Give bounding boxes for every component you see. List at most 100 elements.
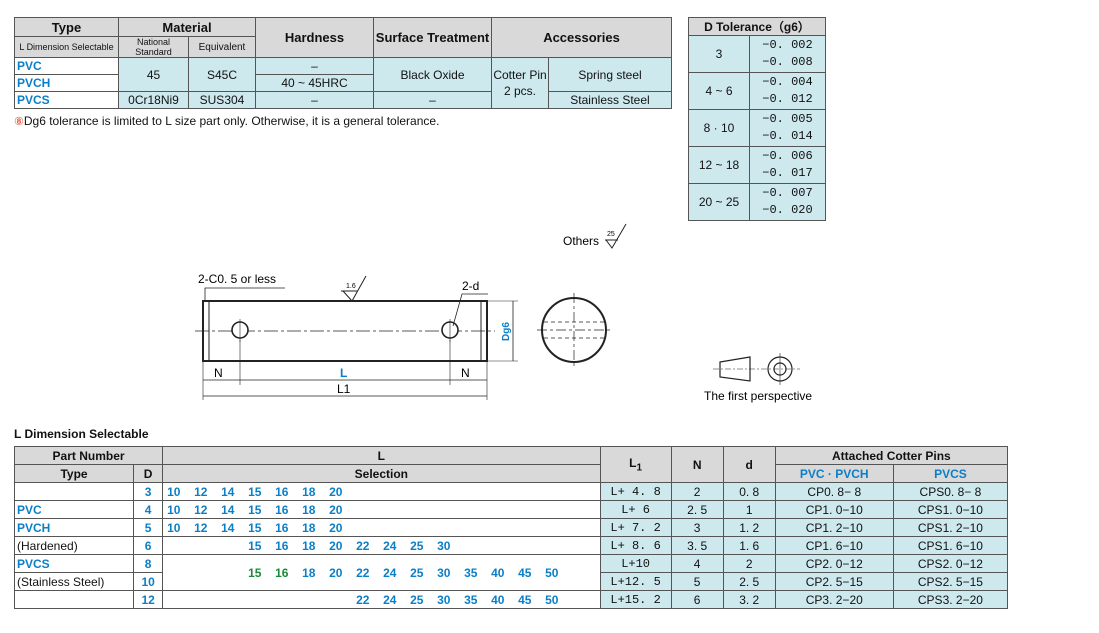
l-value[interactable]: 24 (383, 565, 397, 580)
l-dimension-selectable-header: L Dimension Selectable (14, 36, 119, 58)
l-value[interactable]: 15 (248, 484, 262, 499)
type-pvc-label: PVC (13, 500, 135, 519)
type-cell-empty (13, 590, 135, 609)
n-value: 3 (670, 518, 724, 537)
l-value[interactable]: 18 (302, 520, 316, 535)
l-value[interactable]: 16 (275, 484, 289, 499)
l-value[interactable]: 20 (329, 538, 343, 553)
pin-pvcs-value: CPS1. 0−10 (892, 500, 1009, 519)
tolerance-d: 8 · 10 (688, 109, 750, 147)
l-value[interactable]: 18 (302, 565, 316, 580)
surface-pvc: Black Oxide (373, 57, 492, 92)
l-value[interactable]: 40 (491, 565, 505, 580)
l-value[interactable]: 15 (248, 520, 262, 535)
type-pvcs-label: PVCS (13, 554, 135, 573)
pin-pvcs-value: CPS2. 5−15 (892, 572, 1009, 591)
l-value[interactable]: 24 (383, 592, 397, 607)
hardness-pvc: – (255, 57, 374, 75)
l-value[interactable]: 16 (275, 520, 289, 535)
d-small-header: d (722, 446, 776, 483)
d-value: 12 (133, 590, 164, 609)
tolerance-values: −0. 007−0. 020 (749, 183, 826, 221)
l1-header-text: L (629, 455, 637, 470)
l-value[interactable]: 25 (410, 538, 424, 553)
l-value[interactable]: 25 (410, 592, 424, 607)
l-value[interactable]: 12 (194, 502, 208, 517)
d-small-value: 2. 5 (722, 572, 776, 591)
l-value[interactable]: 18 (302, 484, 316, 499)
selection-header: Selection (162, 464, 601, 483)
tolerance-upper: −0. 004 (762, 75, 813, 89)
pin-pvcs-value: CPS1. 2−10 (892, 518, 1009, 537)
l-selection: 10 12 14 15 16 18 20 (162, 482, 601, 501)
l-value[interactable]: 10 (167, 484, 181, 499)
l-value[interactable]: 12 (194, 484, 208, 499)
l-selection: 10 12 14 15 16 18 20 (162, 518, 601, 537)
d-small-value: 1 (722, 500, 776, 519)
tolerance-table: D Tolerance（g6） 3 −0. 002−0. 008 4 ~ 6 −… (688, 17, 826, 221)
spring-steel: Spring steel (548, 57, 672, 92)
l1-label: L1 (337, 382, 351, 396)
l-value[interactable]: 45 (518, 592, 532, 607)
pin-pvcs-value: CPS0. 8− 8 (892, 482, 1009, 501)
l-value[interactable]: 20 (329, 502, 343, 517)
l-value[interactable]: 22 (356, 538, 370, 553)
d-dimension-label: Dg6 (501, 322, 512, 341)
l-value[interactable]: 35 (464, 592, 478, 607)
tolerance-lower: −0. 012 (762, 92, 813, 106)
l1-header-sub: 1 (636, 462, 643, 474)
roughness-symbol-icon (605, 223, 627, 249)
l-value[interactable]: 18 (302, 538, 316, 553)
l-value[interactable]: 10 (167, 502, 181, 517)
l-selection: 15 16 18 20 22 24 25 30 35 40 45 50 (162, 554, 601, 591)
d-small-value: 2 (722, 554, 776, 573)
l-value[interactable]: 16 (275, 565, 289, 580)
l-value[interactable]: 20 (329, 484, 343, 499)
type-col-header: Type (13, 464, 135, 483)
l-value[interactable]: 16 (275, 502, 289, 517)
l-value[interactable]: 20 (329, 565, 343, 580)
l-value[interactable]: 16 (275, 538, 289, 553)
l-value[interactable]: 10 (167, 520, 181, 535)
l-value[interactable]: 14 (221, 520, 235, 535)
tolerance-note: ⑧Dg6 tolerance is limited to L size part… (14, 114, 439, 128)
tolerance-title: D Tolerance（g6） (688, 17, 826, 36)
l-value[interactable]: 50 (545, 592, 559, 607)
l-value[interactable]: 18 (302, 502, 316, 517)
l-value[interactable]: 45 (518, 565, 532, 580)
l-value[interactable]: 15 (248, 565, 262, 580)
l-value[interactable]: 14 (221, 484, 235, 499)
surface-pvcs: – (373, 91, 492, 109)
l-value[interactable]: 40 (491, 592, 505, 607)
l-value[interactable]: 15 (248, 502, 262, 517)
cotter-pin-accessory: Cotter Pin 2 pcs. (491, 57, 549, 109)
tolerance-upper: −0. 007 (762, 186, 813, 200)
part-number-header: Part Number (13, 446, 164, 465)
pin-drawing: Others 25 2-C0. 5 or less 1.6 2-d Dg6 N … (195, 223, 812, 403)
l-value[interactable]: 25 (410, 565, 424, 580)
l-header: L (162, 446, 601, 465)
l-value[interactable]: 30 (437, 538, 451, 553)
l-value[interactable]: 30 (437, 565, 451, 580)
d-small-value: 1. 2 (722, 518, 776, 537)
l-value[interactable]: 30 (437, 592, 451, 607)
l-value[interactable]: 12 (194, 520, 208, 535)
projection-cone-icon (719, 356, 751, 382)
l-value[interactable]: 35 (464, 565, 478, 580)
tolerance-lower: −0. 017 (762, 166, 813, 180)
d-value: 8 (133, 554, 164, 573)
equivalent-pvcs: SUS304 (188, 91, 256, 109)
l-value[interactable]: 20 (329, 520, 343, 535)
hole-leader (452, 293, 488, 327)
n-value: 3. 5 (670, 536, 724, 555)
l-value[interactable]: 24 (383, 538, 397, 553)
national-pvc: 45 (118, 57, 189, 92)
l-value[interactable]: 22 (356, 592, 370, 607)
l-value[interactable]: 14 (221, 502, 235, 517)
pin-pvc-value: CP0. 8− 8 (774, 482, 894, 501)
l-value[interactable]: 22 (356, 565, 370, 580)
pin-pvc-value: CP2. 5−15 (774, 572, 894, 591)
l-value[interactable]: 50 (545, 565, 559, 580)
l1-value: L+ 6 (599, 500, 672, 519)
l-value[interactable]: 15 (248, 538, 262, 553)
